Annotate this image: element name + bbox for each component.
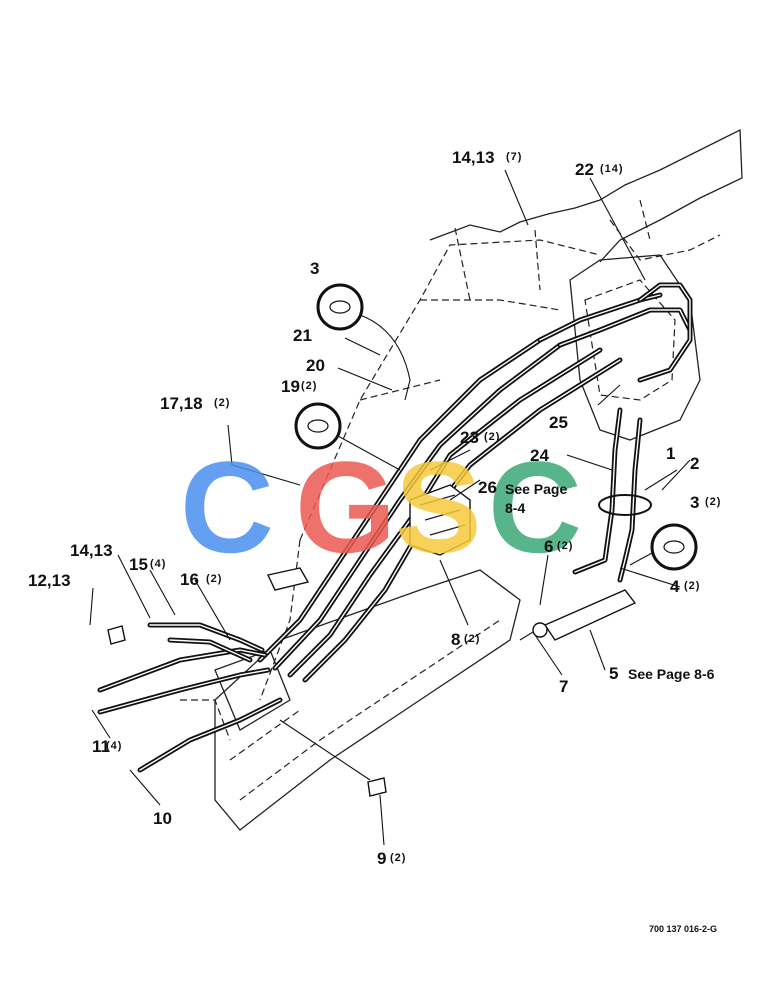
callout-26-note-line1: See Page [505, 481, 567, 497]
callout-12-13: 12,13 [28, 571, 71, 590]
callout-3-right-qty: (2) [705, 496, 721, 508]
callout-14-13-top-qty: (7) [506, 151, 522, 163]
bracket-plate [266, 567, 310, 591]
callout-22: 22 [575, 160, 594, 179]
body-panel [584, 279, 676, 401]
callout-16-qty: (2) [206, 573, 222, 585]
callout-11: 11 [92, 737, 110, 756]
callout-11-qty: (4) [106, 740, 122, 752]
hydraulic-cylinder [543, 589, 637, 641]
callout-5-note: See Page 8-6 [628, 666, 715, 682]
watermark-logo: C G S C [180, 434, 582, 580]
callout-3-right: 3 [690, 493, 699, 512]
watermark-letter-1: C [180, 434, 274, 580]
main-frame [259, 239, 601, 701]
watermark-letter-4: C [488, 434, 582, 580]
callout-4: 4 [670, 577, 680, 596]
callout-2: 2 [690, 454, 699, 473]
callout-19-qty: (2) [301, 380, 317, 392]
callout-22-qty: (14) [600, 163, 624, 175]
mount-plate-lower [367, 777, 387, 797]
machine-body-rib [454, 199, 721, 301]
callout-5: 5 [609, 664, 618, 683]
hose-clamp-loop [598, 494, 652, 516]
callout-15: 15 [129, 555, 148, 574]
machine-body-outline [429, 128, 743, 263]
callout-6-qty: (2) [557, 540, 573, 552]
callout-20: 20 [306, 356, 325, 375]
callout-7: 7 [559, 677, 568, 696]
callout-1: 1 [666, 444, 675, 463]
callout-23-qty: (2) [484, 431, 500, 443]
control-valve [409, 484, 471, 556]
callout-14-13-left: 14,13 [70, 541, 113, 560]
callout-26: 26 [478, 478, 497, 497]
body-cover [569, 254, 701, 441]
hose-to-cylinder [572, 407, 643, 583]
callout-9: 9 [377, 849, 386, 868]
callout-15-qty: (4) [150, 558, 166, 570]
callout-8: 8 [451, 630, 460, 649]
callout-24: 24 [530, 446, 549, 465]
ring-leader-3 [359, 314, 411, 401]
valve-detail [419, 494, 466, 536]
cylinder-rod [519, 631, 534, 641]
cylinder-pin [532, 622, 548, 638]
callout-16: 16 [180, 570, 199, 589]
frame-bracket [214, 649, 291, 731]
lower-frame-detail [180, 619, 501, 801]
callout-10: 10 [153, 809, 172, 828]
o-ring-3b [650, 523, 698, 571]
callout-8-qty: (2) [464, 633, 480, 645]
callout-26-note-line2: 8-4 [505, 500, 525, 516]
callout-17-18-qty: (2) [214, 397, 230, 409]
callout-17-18: 17,18 [160, 394, 203, 413]
callout-25: 25 [549, 413, 568, 432]
o-ring-19 [294, 402, 342, 450]
callout-9-qty: (2) [390, 852, 406, 864]
watermark-letter-3: S [395, 434, 482, 580]
mount-plate-left [107, 625, 126, 645]
callout-3: 3 [310, 259, 319, 278]
callout-4-qty: (2) [684, 580, 700, 592]
callout-23: 23 [460, 428, 479, 447]
hose-bundle-upper [537, 282, 693, 383]
document-number: 700 137 016-2-G [649, 924, 717, 934]
callout-19: 19 [281, 377, 300, 396]
hose-bundle-lower-left [97, 622, 283, 773]
leader-lines [89, 169, 691, 846]
watermark-letter-2: G [295, 434, 396, 580]
ring-leader-3b [629, 552, 653, 566]
callout-labels: 14,13 (7) 22 (14) 3 21 20 19 (2) 17,18 (… [28, 148, 721, 934]
callout-21: 21 [293, 326, 312, 345]
callout-14-13-top: 14,13 [452, 148, 495, 167]
o-ring-3 [316, 283, 364, 331]
callout-6: 6 [544, 537, 553, 556]
ring-leader-19 [337, 435, 401, 471]
